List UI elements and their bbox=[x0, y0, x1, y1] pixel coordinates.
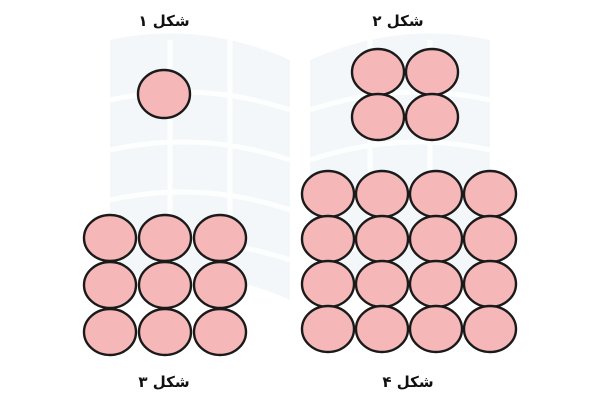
circle-icon bbox=[137, 307, 193, 357]
circle-icon bbox=[82, 213, 138, 263]
circle-icon bbox=[354, 259, 410, 309]
figure-1-label: شکل ۱ bbox=[138, 12, 190, 30]
circle-icon bbox=[350, 92, 406, 142]
circle-icon bbox=[354, 304, 410, 354]
figure-4-label: شکل ۴ bbox=[382, 373, 434, 391]
circle-icon bbox=[82, 307, 138, 357]
figure-4-grid bbox=[300, 169, 518, 354]
circle-icon bbox=[137, 260, 193, 310]
circle-icon bbox=[136, 68, 192, 120]
circle-icon bbox=[462, 169, 518, 219]
circle-icon bbox=[300, 259, 356, 309]
circle-icon bbox=[408, 259, 464, 309]
circle-icon bbox=[192, 307, 248, 357]
circle-icon bbox=[137, 213, 193, 263]
circle-icon bbox=[354, 169, 410, 219]
figure-3-label: شکل ۳ bbox=[138, 373, 190, 391]
circle-icon bbox=[192, 260, 248, 310]
circle-icon bbox=[408, 169, 464, 219]
circle-icon bbox=[350, 47, 406, 97]
circle-icon bbox=[462, 259, 518, 309]
figure-1-grid bbox=[136, 68, 192, 120]
circle-icon bbox=[404, 47, 460, 97]
figure-2-label: شکل ۲ bbox=[372, 12, 424, 30]
circle-icon bbox=[300, 214, 356, 264]
circle-icon bbox=[82, 260, 138, 310]
figure-2-grid bbox=[350, 47, 460, 142]
circle-icon bbox=[354, 214, 410, 264]
circle-icon bbox=[408, 214, 464, 264]
figure-3-grid bbox=[82, 213, 248, 357]
circle-icon bbox=[300, 304, 356, 354]
circle-icon bbox=[462, 214, 518, 264]
circle-icon bbox=[408, 304, 464, 354]
circle-icon bbox=[462, 304, 518, 354]
circle-icon bbox=[300, 169, 356, 219]
circle-icon bbox=[404, 92, 460, 142]
circle-icon bbox=[192, 213, 248, 263]
